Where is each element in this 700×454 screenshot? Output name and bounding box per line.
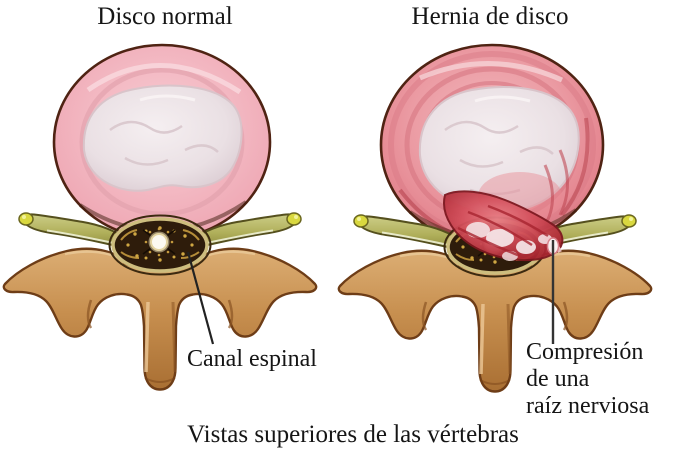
normal-disc — [52, 43, 272, 241]
figure-caption: Vistas superiores de las vértebras — [187, 421, 519, 448]
leader-lines — [186, 240, 555, 345]
label-nerve-root-compression: Compresión de una raíz nerviosa — [526, 339, 650, 419]
herniated-vertebra-figure — [339, 43, 651, 392]
normal-vertebra-figure — [4, 43, 316, 390]
herniation-bulge — [443, 190, 564, 261]
nucleus-pulposus-normal — [82, 84, 243, 192]
title-normal-disc: Disco normal — [97, 3, 233, 30]
herniated-disc — [379, 43, 605, 247]
leader-line-canal — [186, 251, 215, 345]
title-herniated-disc: Hernia de disco — [411, 3, 569, 30]
label-spinal-canal: Canal espinal — [187, 346, 317, 372]
